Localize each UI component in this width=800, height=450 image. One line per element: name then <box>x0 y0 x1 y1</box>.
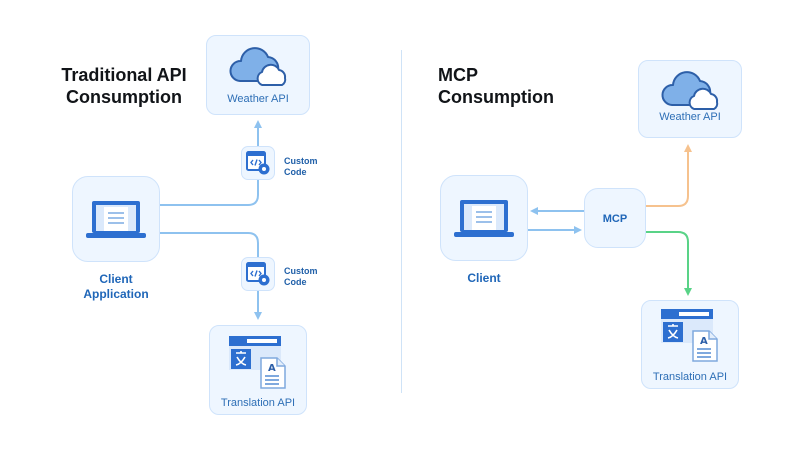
cloud-icon <box>661 71 719 110</box>
connector-mcp-weather <box>646 144 692 207</box>
translation-api-card-left: A Translation API <box>209 325 307 415</box>
custom-code-top-line1: Custom <box>284 156 318 166</box>
translation-api-label-left: Translation API <box>220 397 296 409</box>
client-label-line1: Client <box>99 272 133 286</box>
section-divider <box>401 50 402 393</box>
laptop-icon <box>454 200 514 237</box>
translate-icon: A <box>229 336 286 389</box>
mcp-label: MCP <box>602 213 628 225</box>
custom-code-bottom-line2: Code <box>284 277 307 287</box>
client-card-right <box>440 175 528 261</box>
svg-text:A: A <box>268 363 276 374</box>
weather-api-label-right: Weather API <box>659 111 721 123</box>
svg-text:A: A <box>700 336 708 347</box>
right-title-line1: MCP <box>438 65 478 85</box>
connector-client-weather <box>160 120 262 206</box>
client-label-right: Client <box>467 271 501 285</box>
mcp-box: MCP <box>584 188 646 248</box>
left-title-line1: Traditional API <box>61 65 187 85</box>
connector-client-translation <box>160 232 262 320</box>
custom-code-bottom-line1: Custom <box>284 266 318 276</box>
code-settings-icon <box>246 151 270 175</box>
client-application-card <box>72 176 160 262</box>
right-title: MCP Consumption <box>438 64 554 108</box>
weather-api-label-left: Weather API <box>227 93 289 105</box>
custom-code-box-bottom <box>241 257 275 291</box>
translate-icon: A <box>661 309 718 362</box>
translation-api-card-right: A Translation API <box>641 300 739 389</box>
custom-code-label-top: Custom Code <box>284 156 318 178</box>
right-title-line2: Consumption <box>438 87 554 107</box>
connector-mcp-translation <box>646 231 692 296</box>
left-title-line2: Consumption <box>66 87 182 107</box>
code-settings-icon <box>246 262 270 286</box>
translation-api-label-right: Translation API <box>652 371 728 383</box>
client-application-label: Client Application <box>66 272 166 302</box>
cloud-icon <box>229 47 287 86</box>
client-label-line2: Application <box>83 287 149 301</box>
custom-code-label-bottom: Custom Code <box>284 266 318 288</box>
left-title: Traditional API Consumption <box>50 64 198 108</box>
laptop-icon <box>86 201 146 238</box>
weather-api-card-left: Weather API <box>206 35 310 115</box>
custom-code-box-top <box>241 146 275 180</box>
weather-api-card-right: Weather API <box>638 60 742 138</box>
custom-code-top-line2: Code <box>284 167 307 177</box>
